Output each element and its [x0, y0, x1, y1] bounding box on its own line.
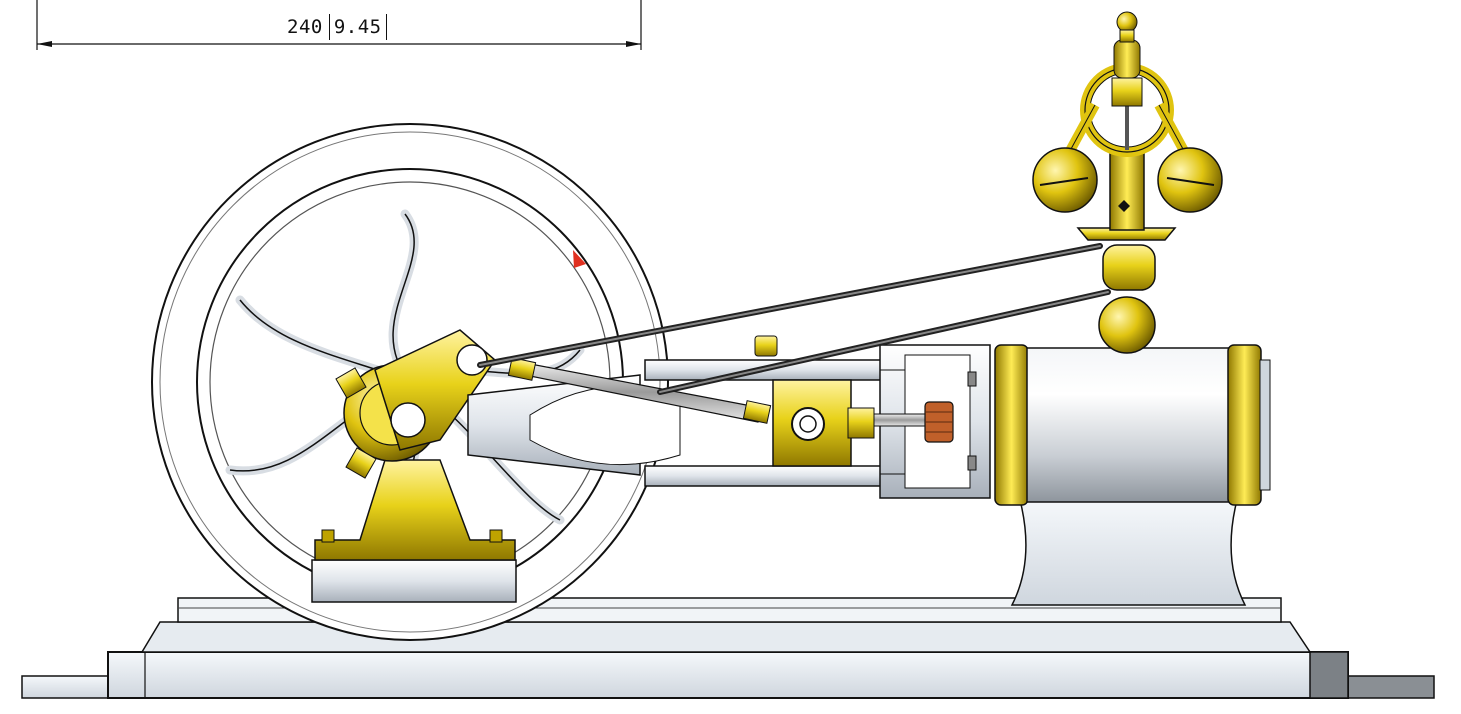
crank-hub	[335, 329, 496, 479]
base-plate	[21, 597, 1435, 699]
connecting-rod	[507, 357, 772, 424]
marker-triangle	[573, 250, 586, 268]
cylinder-pedestal	[1010, 499, 1247, 606]
dimension-annotation	[36, 0, 642, 50]
governor-belts	[477, 243, 1111, 395]
crosshead	[772, 379, 875, 467]
oiler-cap	[754, 335, 778, 357]
bearing-standard	[314, 459, 516, 561]
cylinder	[967, 344, 1271, 506]
engine-bed	[467, 344, 991, 499]
bearing-block	[311, 559, 517, 603]
flyball-governor	[1032, 11, 1223, 354]
dimension-alt-value: 9.45	[328, 14, 387, 40]
dimension-value: 240	[287, 16, 323, 38]
dimension-label: 240 9.45	[287, 14, 387, 40]
gland-nut	[924, 401, 954, 443]
